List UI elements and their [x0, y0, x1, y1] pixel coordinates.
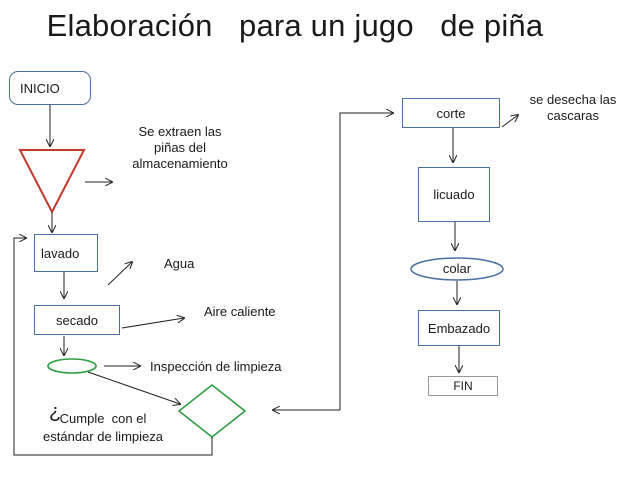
arrow-inspeccion-decision: [87, 371, 180, 404]
arrow-agua: [107, 262, 132, 286]
node-fin: FIN: [428, 376, 498, 396]
node-inicio: INICIO: [9, 71, 91, 105]
note-agua: Agua: [164, 256, 195, 271]
decision-diamond-icon: [177, 383, 247, 439]
note-cumple-mark: ¿: [49, 401, 62, 423]
node-embazado: Embazado: [418, 310, 500, 346]
arrow-to-corte: [339, 113, 393, 410]
node-corte: corte: [402, 98, 500, 128]
node-lavado: lavado: [34, 234, 98, 272]
note-inspeccion: Inspección de limpieza: [150, 359, 282, 374]
arrow-loop-lavado: [13, 238, 213, 456]
colar-ellipse: [410, 257, 504, 281]
arrow-desecha: [501, 115, 518, 128]
inspection-oval-icon: [47, 358, 97, 374]
storage-triangle-icon: [18, 149, 86, 215]
arrow-aire: [121, 318, 184, 329]
note-cumple: Cumple con el estándar de limpieza: [43, 411, 163, 444]
node-secado: secado: [34, 305, 120, 335]
node-licuado: licuado: [418, 167, 490, 222]
note-desecha: se desecha las cascaras: [529, 92, 617, 123]
note-aire: Aire caliente: [204, 304, 276, 319]
note-extraen: Se extraen las piñas del almacenamiento: [132, 124, 228, 171]
node-colar-label: colar: [442, 261, 472, 276]
page-title: Elaboración para un jugo de piña: [46, 8, 544, 43]
